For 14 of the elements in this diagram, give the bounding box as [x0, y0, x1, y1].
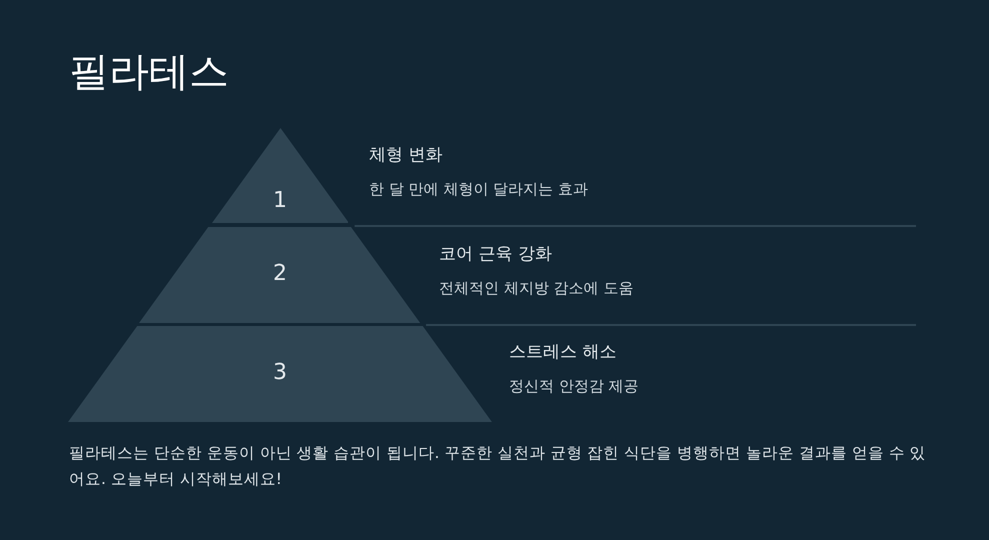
- tier-description: 한 달 만에 체형이 달라지는 효과: [369, 180, 588, 199]
- tier-heading: 스트레스 해소: [509, 341, 616, 363]
- tier-number: 3: [272, 360, 288, 385]
- tier-number: 1: [272, 188, 288, 212]
- pyramid-tier: [68, 326, 492, 422]
- tier-heading: 체형 변화: [369, 144, 442, 166]
- pyramid-tier: [139, 227, 421, 323]
- pyramid-tier: [212, 128, 348, 223]
- tier-description: 정신적 안정감 제공: [509, 377, 639, 396]
- caption: 필라테스는 단순한 운동이 아닌 생활 습관이 됩니다. 꾸준한 실천과 균형 잡힌 식단을 병행하면 놀라운 결과를 얻을 수 있어요. 오늘부터 시작해보세요!: [69, 443, 927, 490]
- tier-description: 전체적인 체지방 감소에 도움: [439, 279, 634, 298]
- tier-heading: 코어 근육 강화: [439, 243, 552, 265]
- tier-number: 2: [272, 261, 288, 286]
- title: 필라테스: [69, 48, 229, 97]
